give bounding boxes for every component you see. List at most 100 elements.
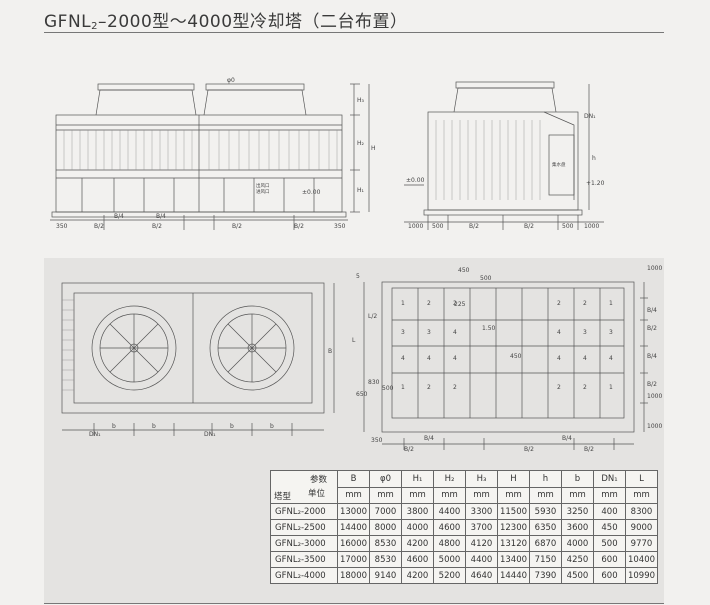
value-cell: 8530 bbox=[369, 535, 402, 552]
value-cell: 5000 bbox=[433, 551, 466, 568]
value-cell: 3700 bbox=[465, 519, 498, 536]
phi0-label: φ0 bbox=[227, 77, 235, 84]
value-cell: 3300 bbox=[465, 503, 498, 520]
dim-1000b: 1000 bbox=[584, 223, 599, 230]
value-cell: 14440 bbox=[497, 567, 530, 584]
table-corner: 参数 单位 塔型 bbox=[270, 470, 338, 504]
dim-sb2a: B/2 bbox=[469, 223, 479, 230]
cell-number: 2 bbox=[583, 300, 587, 307]
h1-label: H₁ bbox=[357, 187, 365, 194]
dim-500b: 500 bbox=[382, 385, 394, 392]
value-cell: 7000 bbox=[369, 503, 402, 520]
cell-number: 2 bbox=[557, 300, 561, 307]
h2-label: H₂ bbox=[357, 140, 365, 147]
model-cell: GFNL₂-3000 bbox=[270, 535, 338, 552]
h-small-label: h bbox=[592, 155, 596, 162]
header-h1: H₁ bbox=[401, 470, 434, 488]
dn1-right: DN₁ bbox=[204, 431, 216, 438]
value-cell: 6870 bbox=[529, 535, 562, 552]
value-cell: 17000 bbox=[337, 551, 370, 568]
unit-cell: mm bbox=[625, 486, 658, 504]
value-cell: 9770 bbox=[625, 535, 658, 552]
value-cell: 4400 bbox=[465, 551, 498, 568]
cell-number: 1 bbox=[609, 300, 613, 307]
cell-number: 4 bbox=[453, 329, 457, 336]
cell-number: 4 bbox=[557, 329, 561, 336]
value-cell: 4000 bbox=[401, 519, 434, 536]
header-h2: H₂ bbox=[433, 470, 466, 488]
cell-number: 4 bbox=[453, 355, 457, 362]
cell-number: 1 bbox=[609, 384, 613, 391]
dim-500b: 500 bbox=[562, 223, 574, 230]
note-3: 集水盘 bbox=[552, 161, 566, 168]
corner-param-label: 参数 bbox=[309, 475, 327, 485]
header-dn1: DN₁ bbox=[593, 470, 626, 488]
dim-b2d: B/2 bbox=[294, 223, 304, 230]
value-cell: 4250 bbox=[561, 551, 594, 568]
header-phi0: φ0 bbox=[369, 470, 402, 488]
dim-350a: 350 bbox=[56, 223, 68, 230]
value-cell: 7150 bbox=[529, 551, 562, 568]
level-label: +1.20 bbox=[586, 180, 605, 187]
unit-cell: mm bbox=[433, 486, 466, 504]
zero-label-side: ±0.00 bbox=[406, 177, 425, 184]
value-cell: 450 bbox=[593, 519, 626, 536]
value-cell: 6350 bbox=[529, 519, 562, 536]
dn1-left: DN₁ bbox=[89, 431, 101, 438]
dim-b-a: b bbox=[112, 423, 116, 430]
cell-number: 1 bbox=[401, 384, 405, 391]
dim-500a: 500 bbox=[432, 223, 444, 230]
value-cell: 400 bbox=[593, 503, 626, 520]
header-h: H bbox=[497, 470, 530, 488]
table-header-row: 参数 单位 塔型 B φ0 H₁ H₂ H₃ H h b DN₁ L bbox=[270, 470, 658, 504]
cell-number: 4 bbox=[557, 355, 561, 362]
value-cell: 13000 bbox=[337, 503, 370, 520]
dim-r-b4a: B/4 bbox=[647, 307, 657, 314]
value-cell: 9140 bbox=[369, 567, 402, 584]
dim-b: B bbox=[328, 348, 332, 355]
value-cell: 500 bbox=[593, 535, 626, 552]
unit-cell: mm bbox=[593, 486, 626, 504]
dim-b-d: b bbox=[270, 423, 274, 430]
dim-b4a: B/4 bbox=[114, 213, 124, 220]
cell-number: 2 bbox=[583, 384, 587, 391]
cell-number: 4 bbox=[583, 355, 587, 362]
cell-number: 2 bbox=[453, 300, 457, 307]
dim-650: 650 bbox=[356, 391, 368, 398]
cell-number: 2 bbox=[557, 384, 561, 391]
unit-cell: mm bbox=[529, 486, 562, 504]
value-cell: 13120 bbox=[497, 535, 530, 552]
value-cell: 3600 bbox=[561, 519, 594, 536]
dim-150: 1.50 bbox=[482, 325, 496, 332]
value-cell: 13400 bbox=[497, 551, 530, 568]
unit-cell: mm bbox=[401, 486, 434, 504]
dim-b2-left: B/2 bbox=[404, 446, 414, 453]
h3-label: H₃ bbox=[357, 97, 365, 104]
page-title: GFNL2–2000型～4000型冷却塔（二台布置） bbox=[44, 12, 408, 32]
value-cell: 14400 bbox=[337, 519, 370, 536]
value-cell: 4600 bbox=[433, 519, 466, 536]
zero-label-front: ±0.00 bbox=[302, 189, 321, 196]
dim-450: 450 bbox=[458, 267, 470, 274]
header-l: L bbox=[625, 470, 658, 488]
cell-number: 3 bbox=[583, 329, 587, 336]
top-rule bbox=[44, 32, 664, 33]
unit-cell: mm bbox=[561, 486, 594, 504]
dim-r-b2a: B/2 bbox=[647, 325, 657, 332]
cell-number: 2 bbox=[453, 384, 457, 391]
value-cell: 4500 bbox=[561, 567, 594, 584]
dim-sb2b: B/2 bbox=[524, 223, 534, 230]
dim-225: 225 bbox=[454, 301, 466, 308]
dim-b2b: B/2 bbox=[152, 223, 162, 230]
dim-830: 830 bbox=[368, 379, 380, 386]
value-cell: 4200 bbox=[401, 567, 434, 584]
value-cell: 10990 bbox=[625, 567, 658, 584]
cell-number: 2 bbox=[427, 300, 431, 307]
note-2: 进风口 bbox=[256, 188, 270, 195]
value-cell: 18000 bbox=[337, 567, 370, 584]
value-cell: 16000 bbox=[337, 535, 370, 552]
